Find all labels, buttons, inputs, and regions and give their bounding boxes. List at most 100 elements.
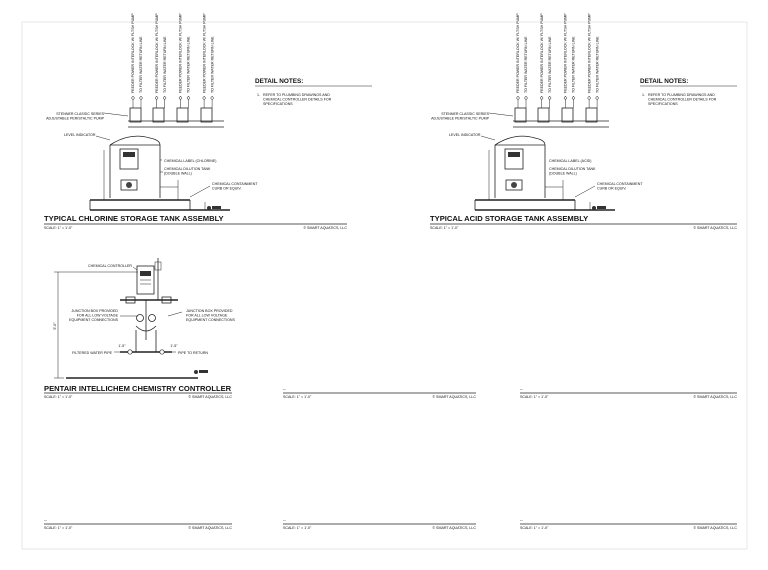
note-number: 1. [642,93,645,97]
riser-label: FEEDER POWER INTERLOCK W/ FLTSH PUMP [202,13,206,93]
scale-label: SCALE: 1" = 1'-0" [44,395,73,399]
svg-text:CHEMICAL DILUTION TANK(DOUBLE: CHEMICAL DILUTION TANK(DOUBLE WALL) [549,167,596,176]
peristaltic-pump [561,107,574,123]
riser-label: FEEDER POWER INTERLOCK W/ FLTSH PUMP [155,13,159,93]
chlorine-dilution-tank [103,135,179,200]
chemical-label-callout: CHEMICAL LABEL (ACID) [549,159,591,163]
riser-fitting [516,96,520,100]
copyright-label: © SMART AQUATICS, LLC [693,526,737,530]
riser-fitting [563,96,567,100]
junction-box-label: JUNCTION BOX PROVIDED [186,309,233,313]
controller-detail-title: PENTAIR INTELLICHEM CHEMISTRY CONTROLLER [44,384,232,393]
empty-detail-title: -- [520,518,523,523]
scale-label: SCALE: 1" = 1'-0" [44,226,73,230]
detail-note-line: CHEMICAL CONTROLLER DETAILS FOR [263,98,332,102]
filtered-water-pipe-label: FILTERED WATER PIPE [72,351,112,355]
scale-label: SCALE: 1" = 1'-0" [520,526,549,530]
copyright-label: © SMART AQUATICS, LLC [693,226,737,230]
pipe-to-return-label: PIPE TO RETURN [178,351,208,355]
riser-fitting [202,96,206,100]
acid-containment-curb [474,199,615,211]
riser-fitting [587,96,591,100]
empty-detail-row-2: -- SCALE: 1" = 1'-0" © SMART AQUATICS, L… [283,387,737,399]
curb-label: CHEMICAL CONTAINMENT [212,182,258,186]
chlorine-detail-notes: DETAIL NOTES: 1. REFER TO PLUMBING DRAWI… [255,78,372,106]
empty-detail-row-3: -- SCALE: 1" = 1'-0" © SMART AQUATICS, L… [44,518,737,530]
riser-label: FEEDER POWER INTERLOCK W/ FLTSH PUMP [179,13,183,93]
curb-label: CHEMICAL CONTAINMENT [597,182,643,186]
riser-label: FEEDER POWER INTERLOCK W/ FLTSH PUMP [587,13,591,93]
chlorine-title-block: TYPICAL CHLORINE STORAGE TANK ASSEMBLY S… [44,214,347,230]
peristaltic-pump [176,107,189,123]
riser-label: TO FILTER WATER RETURN LINE [139,36,143,93]
riser-label: FEEDER POWER INTERLOCK W/ FLTSH PUMP [540,13,544,93]
right-dimension: 1'-5" [170,344,178,348]
chlorine-riser-group: FEEDER POWER INTERLOCK W/ FLTSH PUMP TO F… [131,13,214,108]
riser-label: TO FILTER WATER RETURN LINE [572,36,576,93]
acid-tank-detail: FEEDER POWER INTERLOCK W/ FLTSH PUMP TO F… [431,13,643,211]
copyright-label: © SMART AQUATICS, LLC [188,526,232,530]
riser-label: TO FILTER WATER RETURN LINE [187,36,191,93]
riser-fitting [595,96,599,100]
peristaltic-pump [514,107,527,123]
pump-label: ADJUSTABLE PERISTALTIC PUMP [431,117,490,121]
riser-label: TO FILTER WATER RETURN LINE [163,36,167,93]
scale-label: SCALE: 1" = 1'-0" [283,395,312,399]
chlorine-detail-title: TYPICAL CHLORINE STORAGE TANK ASSEMBLY [44,214,224,223]
scale-label: SCALE: 1" = 1'-0" [283,526,312,530]
curb-label: CURB OR EQUIV. [212,187,241,191]
riser-label: FEEDER POWER INTERLOCK W/ FLTSH PUMP [131,13,135,93]
copyright-label: © SMART AQUATICS, LLC [432,395,476,399]
riser-label: TO FILTER WATER RETURN LINE [524,36,528,93]
scale-label: SCALE: 1" = 1'-0" [44,526,73,530]
level-indicator-label: LEVEL INDICATOR [449,133,481,137]
detail-note-line: SPECIFICATIONS [263,102,293,106]
junction-box-label: EQUIPMENT CONNECTIONS [69,318,118,322]
peristaltic-pump [585,107,598,123]
detail-notes-heading: DETAIL NOTES: [640,78,688,85]
scale-label: SCALE: 1" = 1'-0" [430,226,459,230]
riser-label: FEEDER POWER INTERLOCK W/ FLTSH PUMP [564,13,568,93]
riser-fitting [571,96,575,100]
level-indicator-label: LEVEL INDICATOR [64,133,96,137]
riser-label: TO FILTER WATER RETURN LINE [548,36,552,93]
detail-note-line: REFER TO PLUMBING DRAWINGS AND [648,93,715,97]
left-dimension: 1'-5" [118,344,126,348]
copyright-label: © SMART AQUATICS, LLC [432,526,476,530]
tank-label: CHEMICAL DILUTION TANK [549,167,596,171]
riser-label: FEEDER POWER INTERLOCK W/ FLTSH PUMP [516,13,520,93]
riser-fitting [131,96,135,100]
riser-fitting [548,96,552,100]
sheet-border [21,21,748,550]
height-dimension: 5'-0" [53,322,57,330]
acid-riser-group: FEEDER POWER INTERLOCK W/ FLTSH PUMP TO F… [516,13,599,108]
detail-note-line: REFER TO PLUMBING DRAWINGS AND [263,93,330,97]
riser-fitting [524,96,528,100]
controller-detail: 5'-0" 1'-5" 1'-5" CHEMICAL C [53,258,235,379]
peristaltic-pump [152,107,165,123]
chemical-label-callout: CHEMICAL LABEL (CHLORINE) [164,159,216,163]
riser-fitting [139,96,143,100]
acid-title-block: TYPICAL ACID STORAGE TANK ASSEMBLY SCALE… [430,214,737,230]
chlorine-tank-detail: FEEDER POWER INTERLOCK W/ FLTSH PUMP TO F… [46,13,258,211]
junction-box-label: FOR ALL LOW VOLTAGE [186,314,228,318]
riser-fitting [210,96,214,100]
acid-detail-title: TYPICAL ACID STORAGE TANK ASSEMBLY [430,214,588,223]
pump-label: STENNER CLASSIC SERIES [56,112,104,116]
peristaltic-pump [129,107,142,123]
junction-box-label: JUNCTION BOX PROVIDED [71,309,118,313]
acid-dilution-tank [488,135,564,200]
note-number: 1. [257,93,260,97]
peristaltic-pump [200,107,213,123]
svg-text:CHEMICAL DILUTION TANK(DOUBLE: CHEMICAL DILUTION TANK(DOUBLE WALL) [164,167,211,176]
pump-label: STENNER CLASSIC SERIES [441,112,489,116]
curb-label: CURB OR EQUIV. [597,187,626,191]
